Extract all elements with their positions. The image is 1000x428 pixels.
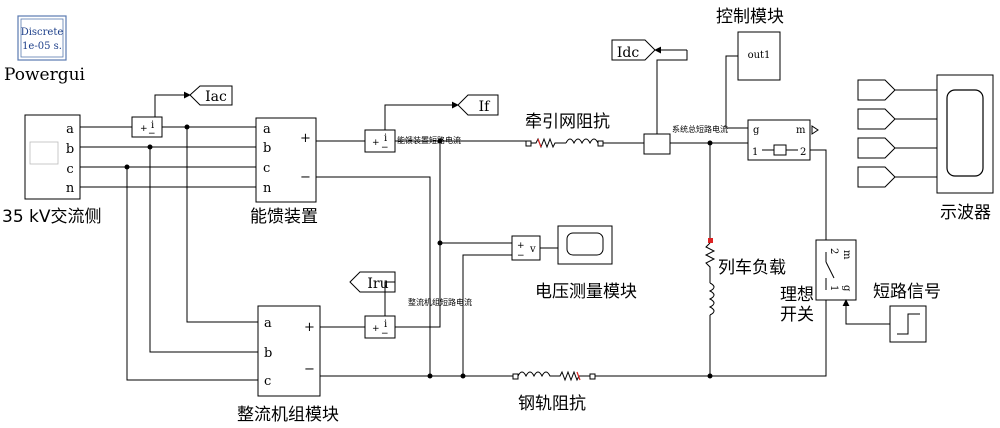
train-load[interactable]: [704, 190, 716, 376]
goto-idc-label: Idc: [617, 45, 639, 61]
rectifier-port-b: b: [264, 346, 272, 361]
rectifier-block[interactable]: a b c + −: [257, 305, 321, 397]
catenary-label: 牵引网阻抗: [525, 112, 610, 132]
voltage-block-label: 电压测量模块: [535, 282, 637, 302]
ac-port-a: a: [66, 122, 74, 137]
control-block[interactable]: out1: [737, 31, 781, 81]
if-meter-plus: +: [372, 138, 380, 148]
current-meter-system[interactable]: [643, 133, 671, 155]
iru-meter-plus: +: [372, 324, 380, 334]
ac-source-label: 35 kV交流侧: [2, 207, 102, 227]
vsensor-minus: −: [517, 251, 525, 261]
train-load-label: 列车负载: [718, 258, 786, 278]
switch-port-1: 1: [828, 285, 839, 291]
powergui-line2: 1e-05 s.: [22, 41, 62, 52]
iru-meter-i: i: [384, 319, 387, 330]
current-meter-if[interactable]: + i −: [364, 129, 396, 153]
rectifier-port-c: c: [264, 374, 271, 389]
scope-inputs: [857, 79, 896, 188]
switch-label-line2: 开关: [780, 305, 814, 325]
breaker-block[interactable]: g m 1 2: [747, 119, 819, 161]
system-short-wire-label: 系统总短路电流: [672, 124, 728, 134]
ac-port-n: n: [66, 181, 75, 196]
scope-label: 示波器: [940, 203, 991, 223]
ac-port-b: b: [66, 142, 74, 157]
vsensor-plus: +: [517, 241, 525, 251]
goto-iru-label: Iru: [367, 276, 388, 292]
goto-iac[interactable]: Iac: [189, 85, 233, 106]
iac-meter-minus: −: [148, 129, 156, 139]
voltage-display[interactable]: [557, 225, 613, 265]
rectifier-label: 整流机组模块: [237, 405, 339, 425]
junction-dots: [124, 124, 713, 379]
powergui-block[interactable]: Discrete 1e-05 s.: [17, 15, 67, 61]
feeder-port-minus: −: [300, 170, 311, 185]
breaker-port-2: 2: [800, 147, 806, 158]
rectifier-port-minus: −: [304, 362, 315, 377]
if-meter-i: i: [384, 133, 387, 144]
feeder-port-c: c: [263, 161, 270, 176]
feeder-port-b: b: [263, 141, 271, 156]
scope-block[interactable]: [936, 74, 994, 194]
rectifier-port-plus: +: [304, 320, 315, 335]
rectifier-port-a: a: [264, 316, 272, 331]
breaker-port-1: 1: [752, 147, 758, 158]
scope-in-4[interactable]: [857, 166, 896, 188]
scope-in-3[interactable]: [857, 137, 896, 159]
goto-if[interactable]: If: [457, 94, 499, 116]
catenary-impedance[interactable]: [525, 137, 604, 149]
feeder-block[interactable]: a b c n + −: [255, 117, 317, 203]
ac-port-c: c: [66, 162, 73, 177]
feeder-port-n: n: [263, 181, 272, 196]
if-meter-minus: −: [381, 143, 389, 153]
powergui-label: Powergui: [4, 65, 86, 85]
current-meter-iru[interactable]: + i −: [364, 315, 396, 339]
control-block-label: 控制模块: [716, 7, 784, 27]
iru-meter-minus: −: [381, 329, 389, 339]
scope-in-2[interactable]: [857, 108, 896, 130]
switch-label-line1: 理想: [780, 285, 814, 305]
feeder-port-plus: +: [300, 131, 311, 146]
control-port-out1: out1: [748, 50, 771, 61]
voltage-sensor[interactable]: + − v: [511, 235, 541, 261]
feeder-port-a: a: [263, 122, 271, 137]
feeder-short-wire-label: 能馈装置短路电流: [397, 135, 461, 145]
current-meter-iac[interactable]: + i −: [131, 116, 163, 139]
goto-iru[interactable]: Iru: [349, 271, 396, 293]
goto-idc[interactable]: Idc: [611, 39, 656, 61]
iac-meter-i: i: [151, 120, 154, 131]
iac-meter-plus: +: [140, 124, 148, 134]
breaker-port-m: m: [796, 125, 806, 136]
goto-if-label: If: [479, 99, 492, 115]
switch-port-m: m: [841, 250, 852, 260]
short-signal-block[interactable]: [889, 305, 927, 343]
scope-in-1[interactable]: [857, 79, 896, 101]
ideal-switch-block[interactable]: 2 m 1 g: [815, 239, 857, 301]
ac-source-block[interactable]: a b c n: [24, 114, 81, 200]
rail-impedance[interactable]: [512, 370, 596, 382]
powergui-line1: Discrete: [21, 27, 64, 38]
vsensor-v: v: [529, 244, 536, 255]
goto-iac-label: Iac: [205, 89, 227, 105]
breaker-port-g: g: [753, 125, 760, 136]
switch-port-2: 2: [828, 248, 839, 254]
feeder-label: 能馈装置: [250, 207, 318, 227]
short-signal-label: 短路信号: [873, 282, 941, 302]
rail-label: 钢轨阻抗: [518, 394, 586, 414]
switch-port-g: g: [841, 285, 852, 292]
